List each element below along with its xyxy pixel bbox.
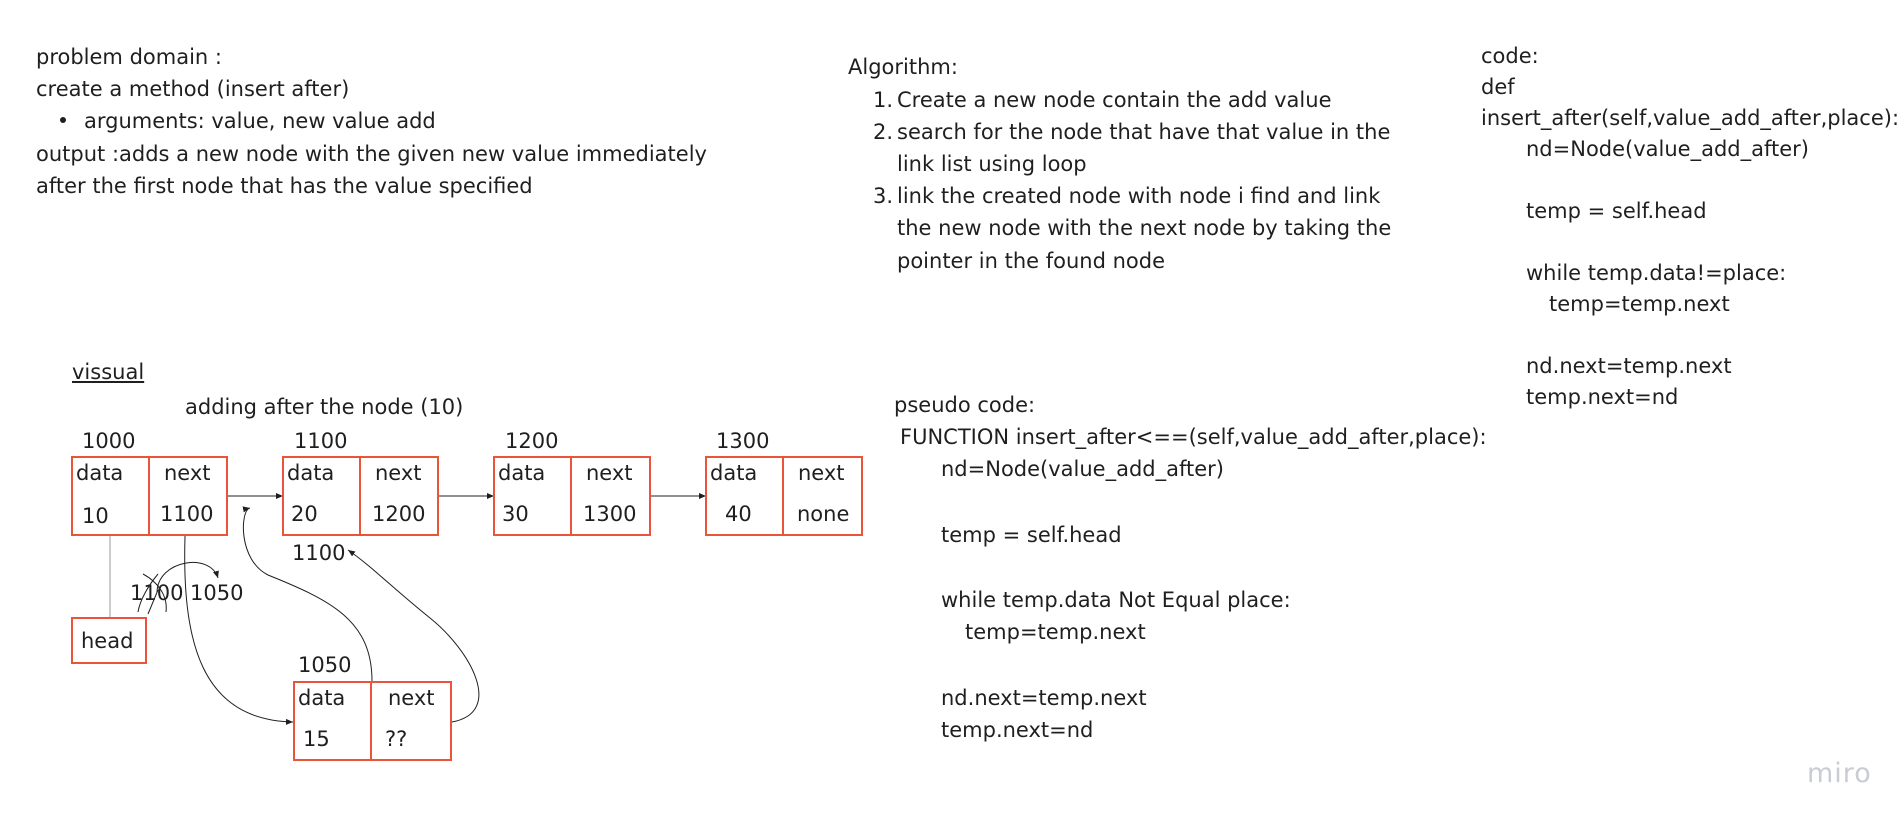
algorithm-step-text: the new node with the next node by takin… [897, 216, 1392, 240]
code-line: temp=temp.next [1549, 292, 1730, 316]
node-data-label: data [76, 461, 124, 485]
node-data-label: data [498, 461, 546, 485]
node-data-value: 30 [502, 502, 529, 526]
algorithm-step-number: 1. [873, 88, 894, 112]
code-line: insert_after(self,value_add_after,place)… [1481, 106, 1900, 130]
pseudo-line: while temp.data Not Equal place: [941, 588, 1291, 612]
node-next-value: none [797, 502, 850, 526]
new-node-address: 1050 [298, 653, 352, 677]
new-node-next-label: next [388, 686, 435, 710]
algorithm-step-text: search for the node that have that value… [897, 120, 1391, 144]
code-line: nd=Node(value_add_after) [1526, 137, 1809, 161]
problem-output-line2: after the first node that has the value … [36, 174, 533, 198]
node-next-label: next [586, 461, 633, 485]
head-box [71, 617, 147, 664]
node-next-label: next [798, 461, 845, 485]
struck-address: 1100 [130, 581, 184, 605]
pseudo-line: nd.next=temp.next [941, 686, 1147, 710]
bullet-icon [60, 117, 66, 123]
node-next-cell [148, 456, 228, 536]
algorithm-step-text: pointer in the found node [897, 249, 1166, 273]
algorithm-heading: Algorithm: [848, 55, 958, 79]
node-data-value: 40 [725, 502, 752, 526]
new-node-link-curve [184, 535, 294, 725]
visual-title: vissual [72, 360, 145, 384]
strike-mark [142, 573, 167, 613]
problem-bullet: arguments: value, new value add [60, 105, 436, 137]
node-data-value: 20 [291, 502, 318, 526]
pseudo-line: temp=temp.next [965, 620, 1146, 644]
node-next-cell [782, 456, 863, 536]
node-address: 1000 [82, 429, 136, 453]
algorithm-step-text: link list using loop [897, 152, 1087, 176]
pseudo-function-line: FUNCTION insert_after<==(self,value_add_… [900, 425, 1487, 449]
miro-watermark: miro [1807, 758, 1872, 789]
node-next-cell [570, 456, 651, 536]
pseudo-line: nd=Node(value_add_after) [941, 457, 1224, 481]
problem-heading: problem domain : [36, 45, 222, 69]
algorithm-step-number: 2. [873, 120, 894, 144]
new-node-next-value: ?? [385, 727, 408, 751]
head-pointer-line [147, 589, 159, 615]
code-line: while temp.data!=place: [1526, 261, 1787, 285]
node-next-label: next [164, 461, 211, 485]
node-data-label: data [710, 461, 758, 485]
node-address: 1100 [294, 429, 348, 453]
visual-subtitle: adding after the node (10) [185, 395, 464, 419]
head-label: head [81, 629, 134, 653]
new-node-data-value: 15 [303, 727, 330, 751]
new-address: 1050 [190, 581, 244, 605]
node-address: 1200 [505, 429, 559, 453]
strike-mark [137, 573, 159, 613]
code-line: def [1481, 75, 1515, 99]
code-line: temp.next=nd [1526, 385, 1679, 409]
problem-bullet-text: arguments: value, new value add [84, 109, 436, 133]
algorithm-step-text: Create a new node contain the add value [897, 88, 1332, 112]
node-next-value: 1200 [372, 502, 426, 526]
pseudo-line: temp.next=nd [941, 718, 1094, 742]
new-next-pointer-curve [347, 549, 480, 723]
pseudo-heading: pseudo code: [894, 393, 1036, 417]
code-line: nd.next=temp.next [1526, 354, 1732, 378]
node-data-value: 10 [82, 504, 109, 528]
node-address: 1300 [716, 429, 770, 453]
next-to-node-20-curve [242, 506, 373, 682]
node-next-label: next [375, 461, 422, 485]
code-line: temp = self.head [1526, 199, 1707, 223]
pseudo-line: temp = self.head [941, 523, 1122, 547]
node-next-cell [359, 456, 439, 536]
node-next-value: 1300 [583, 502, 637, 526]
problem-line: create a method (insert after) [36, 77, 350, 101]
node-next-value: 1100 [160, 502, 214, 526]
algorithm-step-text: link the created node with node i find a… [897, 184, 1381, 208]
pointer-address: 1100 [292, 541, 346, 565]
problem-output-line1: output :adds a new node with the given n… [36, 142, 707, 166]
new-node-next-cell [370, 681, 452, 761]
address-change-arrow [156, 562, 219, 593]
code-line: code: [1481, 44, 1539, 68]
new-node-data-label: data [298, 686, 346, 710]
algorithm-step-number: 3. [873, 184, 894, 208]
node-data-label: data [287, 461, 335, 485]
